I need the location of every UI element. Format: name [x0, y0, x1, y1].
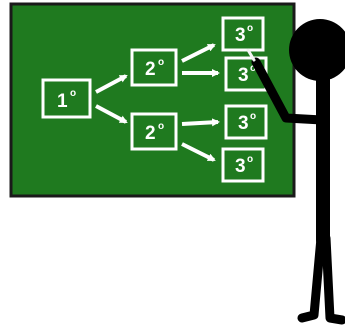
box-3d: 3 o	[221, 147, 265, 183]
chalk-icon	[246, 48, 256, 62]
chalkboard	[9, 2, 296, 198]
box-number: 2	[145, 59, 156, 80]
arrows	[95, 43, 220, 162]
box-2a: 2 o	[130, 48, 178, 87]
box-3c: 3 o	[224, 104, 268, 140]
arrow-2b-to-3d	[181, 142, 216, 162]
box-number: 3	[235, 25, 246, 46]
box-number: 2	[145, 123, 156, 144]
box-ordinal: o	[247, 154, 253, 165]
box-ordinal: o	[250, 63, 256, 74]
left-leg	[297, 233, 326, 323]
head	[289, 19, 345, 81]
box-ordinal: o	[158, 121, 164, 132]
box-ordinal: o	[250, 111, 256, 122]
arrow-2b-to-3c	[181, 118, 220, 127]
raised-arm	[251, 57, 327, 125]
box-number: 3	[238, 65, 249, 86]
box-number: 1	[57, 91, 68, 112]
arrow-1-to-2b	[95, 104, 128, 124]
box-ordinal: o	[158, 57, 164, 68]
right-leg	[321, 233, 345, 325]
arrow-2a-to-3a	[181, 43, 216, 63]
box-1: 1 o	[41, 78, 92, 119]
box-number: 3	[238, 113, 249, 134]
box-ordinal: o	[70, 88, 76, 99]
box-3a: 3 o	[221, 16, 265, 52]
box-ordinal: o	[247, 23, 253, 34]
box-number: 3	[235, 156, 246, 177]
stick-figure-teacher-icon	[246, 19, 345, 325]
arrow-1-to-2a	[95, 74, 128, 94]
box-2b: 2 o	[130, 112, 178, 151]
